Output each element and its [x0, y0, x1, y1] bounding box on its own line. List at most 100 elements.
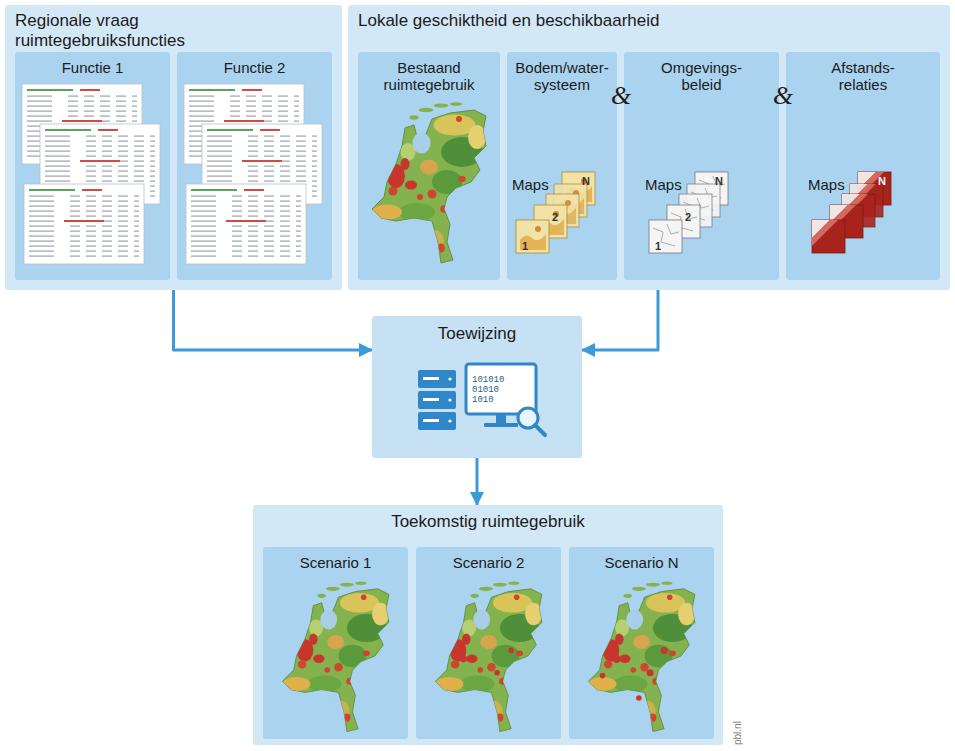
- map-stack: [850, 184, 883, 217]
- label-holder: &: [611, 82, 631, 111]
- flow-arrow: [476, 458, 479, 505]
- panel-heading: Lokale geschiktheid en beschikbaarheid: [358, 11, 940, 31]
- panel-heading: Toekomstig ruimtegebruik: [263, 512, 713, 532]
- label-holder: 1010: [472, 388, 494, 406]
- map-number: 2: [685, 211, 691, 223]
- server-icon: [418, 412, 456, 430]
- server-icon: [423, 398, 439, 401]
- map-number: N: [582, 175, 590, 187]
- column-box: Scenario 2: [416, 547, 561, 739]
- urban-growth: [494, 670, 500, 676]
- server-icon: [418, 370, 456, 430]
- server-icon: [423, 377, 439, 380]
- map-stack: [516, 220, 549, 253]
- column-box: Scenario 1: [263, 547, 408, 739]
- box-heading: Scenario N: [574, 554, 709, 571]
- label-holder: 101010: [472, 368, 504, 386]
- column-box: Bestaand ruimtegebruik: [358, 52, 500, 280]
- server-icon: [423, 419, 439, 422]
- box-heading: Scenario 1: [268, 554, 403, 571]
- table-stack: [184, 84, 322, 264]
- urban-growth: [612, 655, 620, 663]
- server-icon: [448, 377, 451, 380]
- urban-growth: [460, 655, 467, 662]
- column-box: Bodem/water- systeemMaps: [507, 52, 617, 280]
- watermark: pbl.nl: [732, 721, 743, 745]
- monitor-icon: [466, 364, 536, 414]
- map-stack: [554, 184, 587, 217]
- box-heading: Bestaand ruimtegebruik: [364, 59, 494, 94]
- urban-growth: [636, 695, 642, 701]
- label-holder: 1: [655, 236, 661, 254]
- panel: Regionale vraag ruimtegebruiksfunctiesFu…: [5, 5, 342, 290]
- table-stack: [40, 124, 160, 204]
- ampersand-symbol: &: [773, 82, 793, 111]
- map-stack: [546, 194, 579, 227]
- process-heading: Toewijzing: [378, 324, 576, 344]
- map-number: 2: [552, 211, 558, 223]
- map-number: N: [878, 175, 886, 187]
- urban-growth: [647, 669, 654, 676]
- urban-growth: [600, 673, 606, 679]
- box-heading: Afstands- relaties: [813, 59, 913, 94]
- server-icon: [418, 391, 456, 409]
- map-stack: [562, 172, 595, 205]
- urban-growth: [508, 648, 514, 654]
- monitor-icon: [484, 423, 518, 427]
- column-box: Functie 1: [15, 52, 170, 280]
- table-stack: [186, 184, 306, 264]
- magnifier-icon: [518, 408, 538, 428]
- label-holder: N: [715, 171, 723, 189]
- map-stack: [667, 205, 700, 238]
- server-icon: [418, 370, 456, 388]
- urban-growth: [460, 648, 514, 676]
- box-heading: Functie 1: [20, 59, 165, 76]
- label-holder: N: [878, 171, 886, 189]
- column-box: Functie 2: [177, 52, 332, 280]
- map-stack: [534, 205, 567, 238]
- ampersand-symbol: &: [611, 82, 631, 111]
- map-caption: Maps: [808, 176, 845, 193]
- panel: Lokale geschiktheid en beschikbaarheidBe…: [348, 5, 950, 290]
- magnifier-icon: [535, 425, 545, 435]
- map-number: 1: [655, 240, 661, 252]
- magnifier-icon: [518, 408, 545, 435]
- label-holder: &: [773, 82, 793, 111]
- map-stack: [679, 194, 712, 227]
- netherlands-map: [436, 582, 542, 732]
- flow-arrow: [174, 290, 373, 350]
- binary-digits: 1010: [472, 396, 494, 406]
- map-stack: [842, 194, 875, 227]
- netherlands-map: [283, 582, 389, 732]
- map-stack: [516, 172, 595, 253]
- binary-digits: 101010: [472, 376, 504, 386]
- map-caption: Maps: [512, 176, 549, 193]
- label-holder: 01010: [472, 378, 499, 396]
- map-stack: [812, 220, 845, 253]
- map-stack: [812, 172, 891, 253]
- label-holder: 2: [552, 207, 558, 225]
- map-stack: [649, 172, 728, 253]
- panel: Toekomstig ruimtegebruikScenario 1 Scenar…: [253, 505, 723, 745]
- map-number: 1: [522, 240, 528, 252]
- column-box: Omgevings- beleidMaps: [624, 52, 779, 280]
- label-holder: 1: [522, 236, 528, 254]
- column-box: Afstands- relatiesMaps: [786, 52, 940, 280]
- label-holder: pbl.nl: [727, 721, 745, 745]
- map-stack: [695, 172, 728, 205]
- box-heading: Functie 2: [182, 59, 327, 76]
- process-box: Toewijzing: [372, 316, 582, 458]
- netherlands-map: [372, 102, 486, 263]
- box-heading: Scenario 2: [421, 554, 556, 571]
- box-heading: Omgevings- beleid: [652, 59, 752, 94]
- map-stack: [830, 205, 863, 238]
- map-stack: [687, 184, 720, 217]
- panel-heading: Regionale vraag ruimtegebruiksfuncties: [15, 11, 255, 50]
- box-heading: Bodem/water- systeem: [512, 59, 612, 94]
- label-holder: 2: [685, 207, 691, 225]
- binary-digits: 01010: [472, 386, 499, 396]
- monitor-icon: [466, 364, 536, 427]
- urban-growth: [661, 647, 668, 654]
- map-stack: [858, 172, 891, 205]
